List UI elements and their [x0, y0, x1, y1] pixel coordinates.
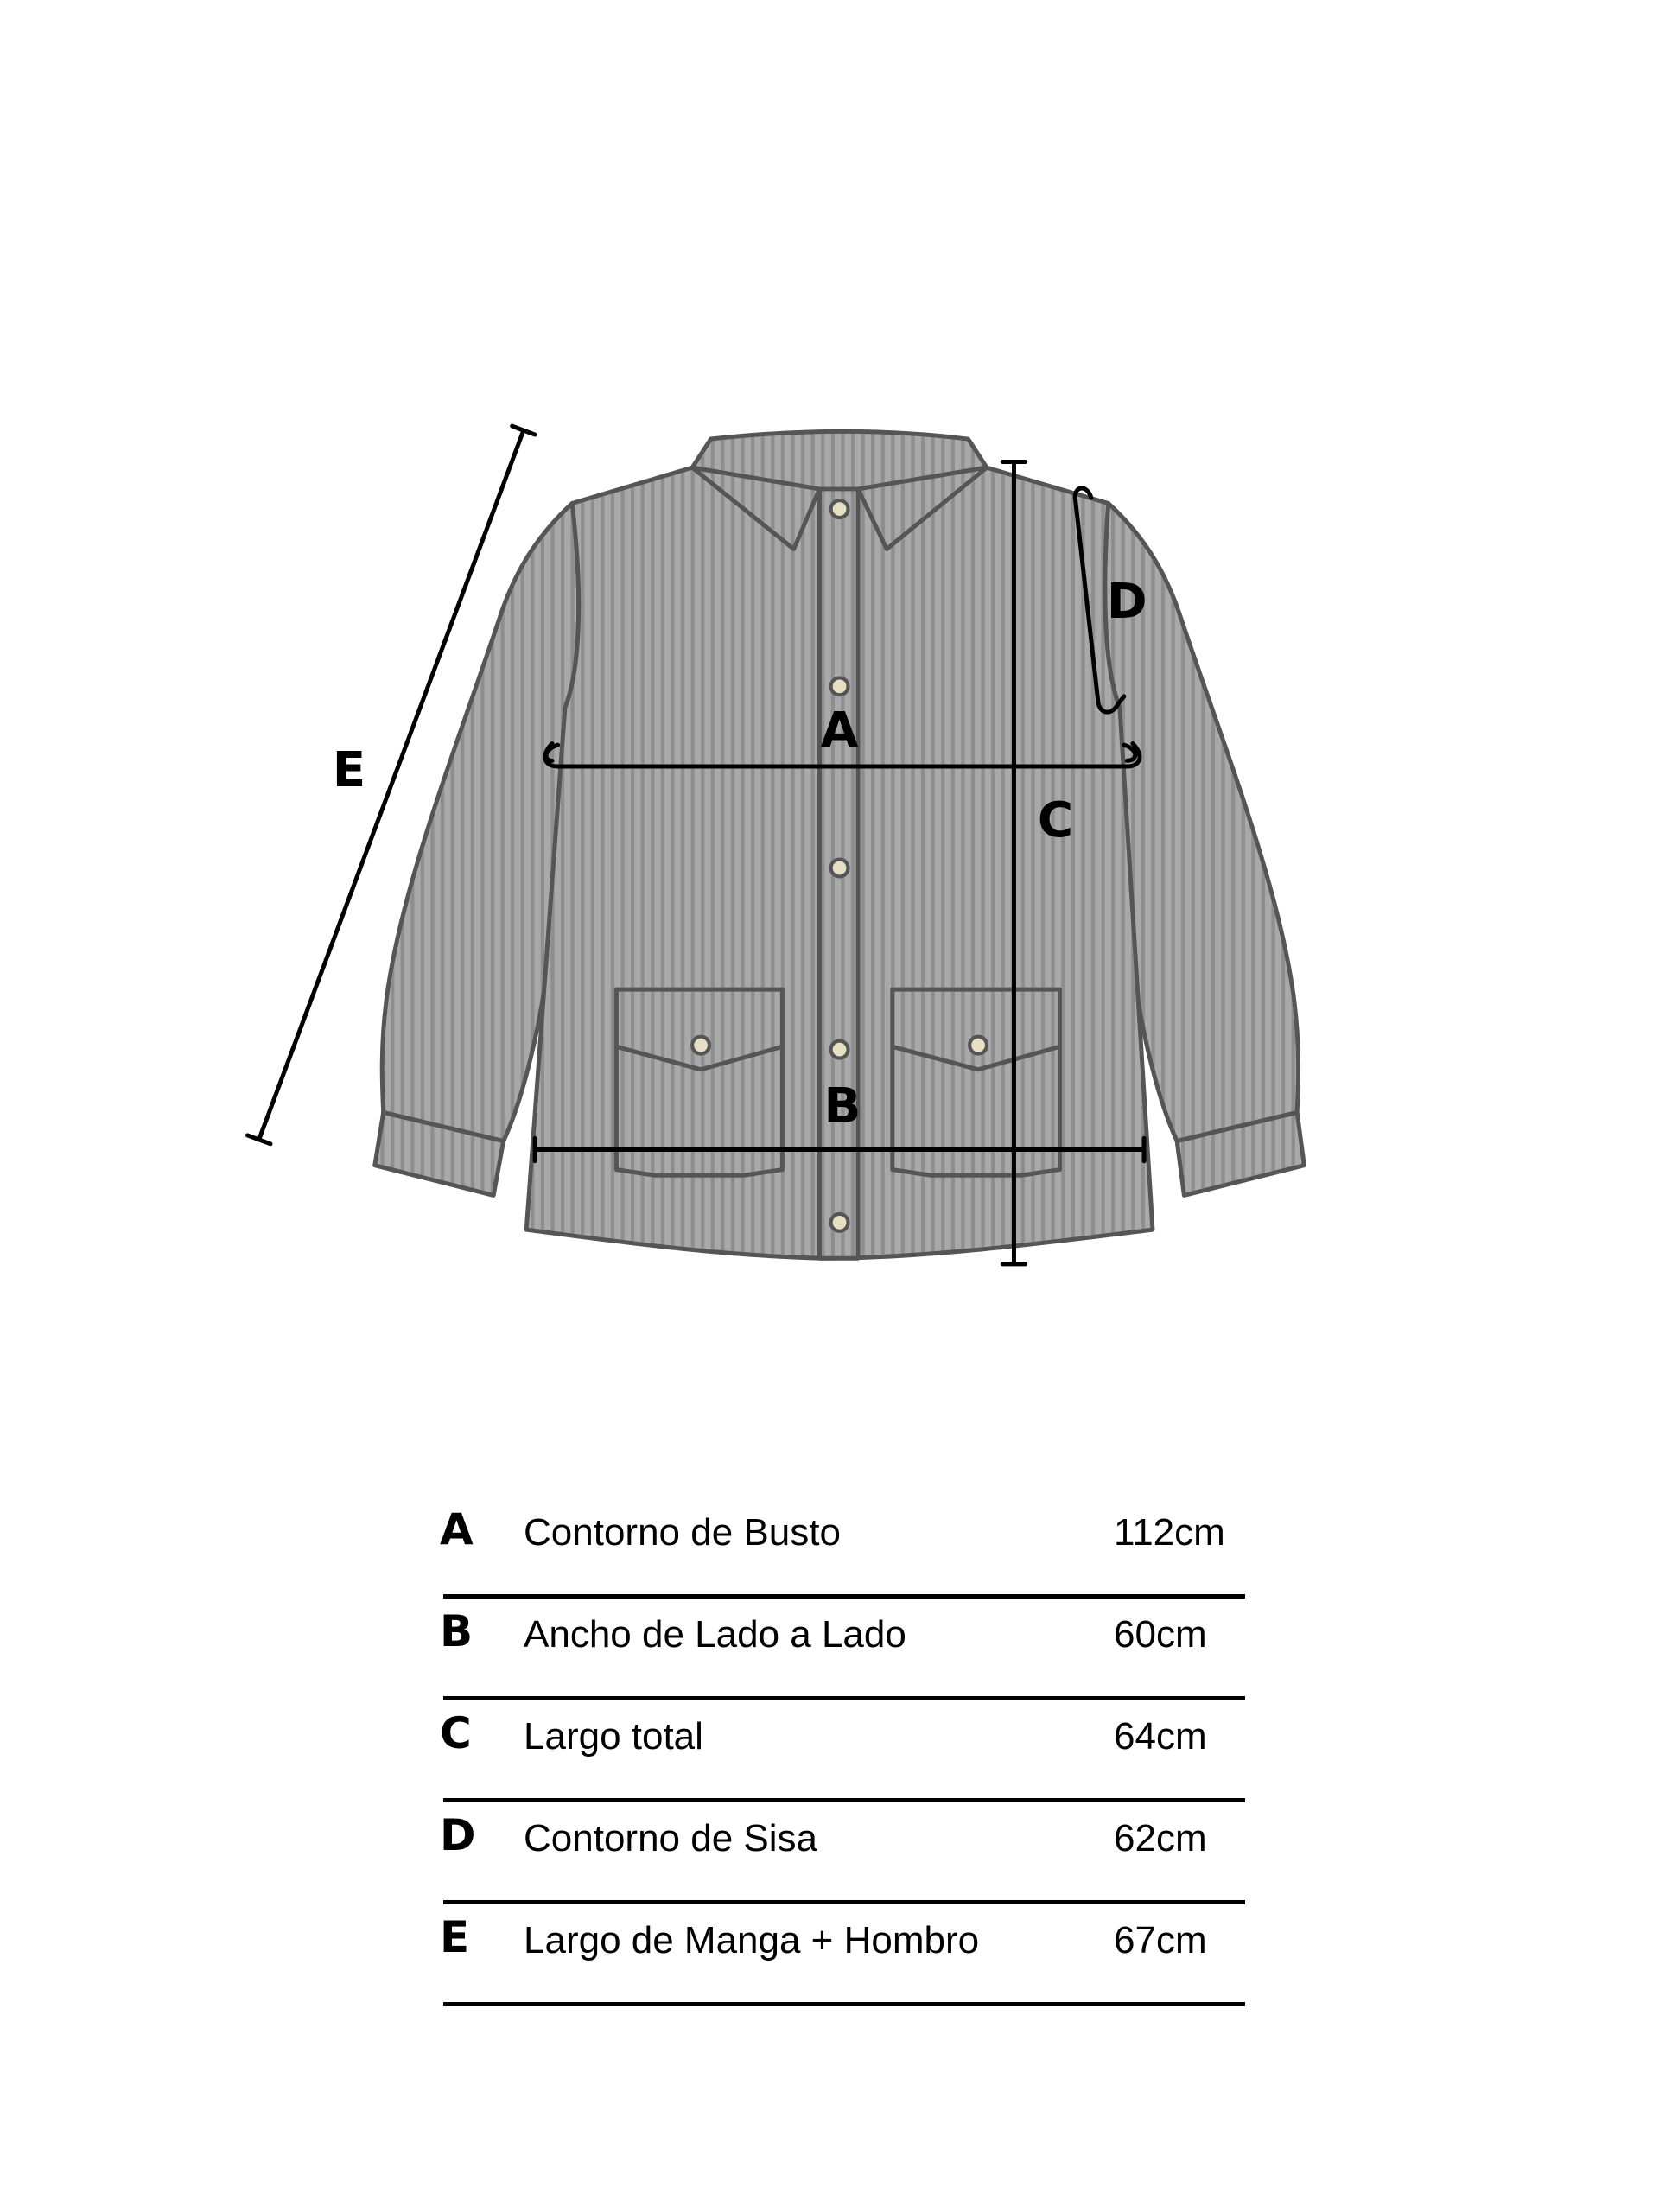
table-row: D Contorno de Sisa 62cm: [440, 1798, 1245, 1904]
row-value: 67cm: [1114, 1919, 1207, 1961]
row-name: Contorno de Busto: [524, 1511, 841, 1554]
table-row: C Largo total 64cm: [440, 1696, 1245, 1802]
measure-a-line: [543, 741, 1142, 769]
row-letter: A: [440, 1504, 474, 1554]
row-letter: E: [440, 1912, 470, 1962]
collar-left: [690, 465, 822, 551]
measure-b-line: [532, 1135, 1147, 1164]
row-value: 112cm: [1114, 1511, 1225, 1554]
pocket-button: [968, 1034, 989, 1056]
row-name: Ancho de Lado a Lado: [524, 1613, 906, 1656]
button: [829, 499, 850, 520]
left-pocket-flap: [615, 1044, 784, 1072]
left-pocket: [613, 987, 785, 1178]
table-row: A Contorno de Busto 112cm: [440, 1492, 1245, 1599]
measure-c-line: [1000, 460, 1028, 1267]
measure-d-line: [1072, 486, 1127, 715]
table-row: E Largo de Manga + Hombro 67cm: [440, 1900, 1245, 2006]
row-name: Largo de Manga + Hombro: [524, 1919, 980, 1961]
button: [829, 857, 850, 879]
row-value: 64cm: [1114, 1715, 1207, 1758]
row-value: 60cm: [1114, 1613, 1207, 1656]
label-c: C: [1038, 792, 1073, 849]
row-letter: C: [440, 1708, 472, 1758]
label-a: A: [821, 702, 859, 759]
collar-back: [690, 429, 989, 492]
label-b: B: [823, 1078, 861, 1135]
label-d: D: [1107, 574, 1147, 630]
row-letter: B: [440, 1606, 474, 1656]
row-name: Largo total: [524, 1715, 703, 1758]
pocket-button: [690, 1034, 712, 1056]
table-row: B Ancho de Lado a Lado 60cm: [440, 1594, 1245, 1700]
row-value: 62cm: [1114, 1817, 1207, 1859]
button: [829, 676, 850, 697]
row-letter: D: [440, 1810, 476, 1860]
right-pocket-flap: [892, 1044, 1061, 1072]
button: [829, 1039, 850, 1060]
right-pocket: [890, 987, 1062, 1178]
measure-e-line: [245, 423, 537, 1147]
row-name: Contorno de Sisa: [524, 1817, 817, 1859]
label-e: E: [333, 742, 365, 798]
collar-right: [855, 465, 989, 551]
button: [829, 1211, 850, 1233]
